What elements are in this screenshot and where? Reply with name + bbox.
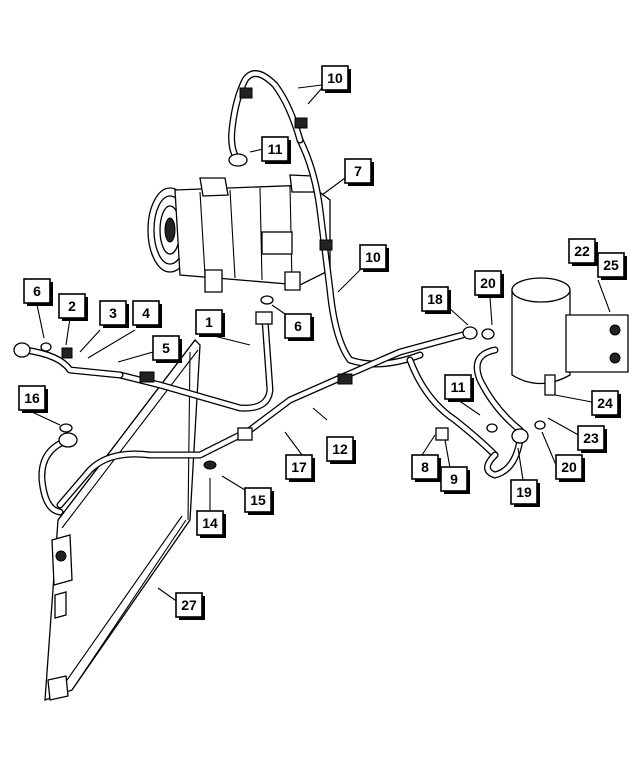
callout-label: 10 <box>365 249 381 265</box>
callout-label: 3 <box>109 305 117 321</box>
callout-label: 17 <box>291 459 307 475</box>
callout-6-mid: 6 <box>284 313 314 341</box>
callout-boxes: 10 11 7 10 22 25 6 2 <box>18 65 627 620</box>
callout-27: 27 <box>175 592 205 620</box>
callout-6-left: 6 <box>23 278 53 306</box>
callout-14: 14 <box>196 510 226 538</box>
callout-label: 20 <box>480 275 496 291</box>
callout-11-right: 11 <box>444 374 474 402</box>
callout-24: 24 <box>591 390 621 418</box>
receiver-drier <box>511 277 629 396</box>
callout-18: 18 <box>421 286 451 314</box>
condenser <box>44 339 201 701</box>
callout-label: 27 <box>181 597 197 613</box>
callout-3: 3 <box>99 300 129 328</box>
callout-11-top: 11 <box>261 136 291 164</box>
callout-label: 14 <box>202 515 218 531</box>
callout-label: 7 <box>354 163 362 179</box>
callout-label: 24 <box>597 395 613 411</box>
callout-label: 9 <box>450 471 458 487</box>
callout-label: 18 <box>427 291 443 307</box>
callout-label: 12 <box>332 441 348 457</box>
callout-label: 11 <box>451 379 466 395</box>
callout-label: 6 <box>294 318 302 334</box>
callout-label: 15 <box>250 492 266 508</box>
callout-label: 25 <box>603 257 619 273</box>
callout-15: 15 <box>244 487 274 515</box>
leader-lines <box>31 84 611 606</box>
callout-20-bottom: 20 <box>555 454 585 482</box>
callout-7: 7 <box>344 158 374 186</box>
callout-label: 1 <box>205 314 213 330</box>
callout-label: 11 <box>268 141 283 157</box>
callout-label: 23 <box>583 430 599 446</box>
callout-5: 5 <box>152 335 182 363</box>
callout-10-top: 10 <box>321 65 351 93</box>
callout-20-top: 20 <box>474 270 504 298</box>
callout-17: 17 <box>285 454 315 482</box>
seals-and-fittings <box>40 295 546 470</box>
callout-label: 4 <box>142 305 150 321</box>
refrigerant-lines <box>13 70 529 516</box>
callout-label: 16 <box>24 390 40 406</box>
callout-12: 12 <box>326 436 356 464</box>
callout-label: 22 <box>574 243 590 259</box>
compressor <box>147 174 331 293</box>
callout-label: 8 <box>421 459 429 475</box>
callout-2: 2 <box>58 293 88 321</box>
callout-19: 19 <box>510 479 540 507</box>
callout-22: 22 <box>568 238 598 266</box>
callout-label: 19 <box>516 484 532 500</box>
callout-4: 4 <box>132 300 162 328</box>
callout-10-mid: 10 <box>359 244 389 272</box>
callout-25: 25 <box>597 252 627 280</box>
callout-label: 20 <box>561 459 577 475</box>
callout-label: 6 <box>33 283 41 299</box>
callout-9: 9 <box>440 466 470 494</box>
callout-8: 8 <box>411 454 441 482</box>
callout-23: 23 <box>577 425 607 453</box>
callout-16: 16 <box>18 385 48 413</box>
callout-label: 10 <box>327 70 343 86</box>
callout-label: 2 <box>68 298 76 314</box>
callout-1: 1 <box>195 309 225 337</box>
callout-label: 5 <box>162 340 170 356</box>
